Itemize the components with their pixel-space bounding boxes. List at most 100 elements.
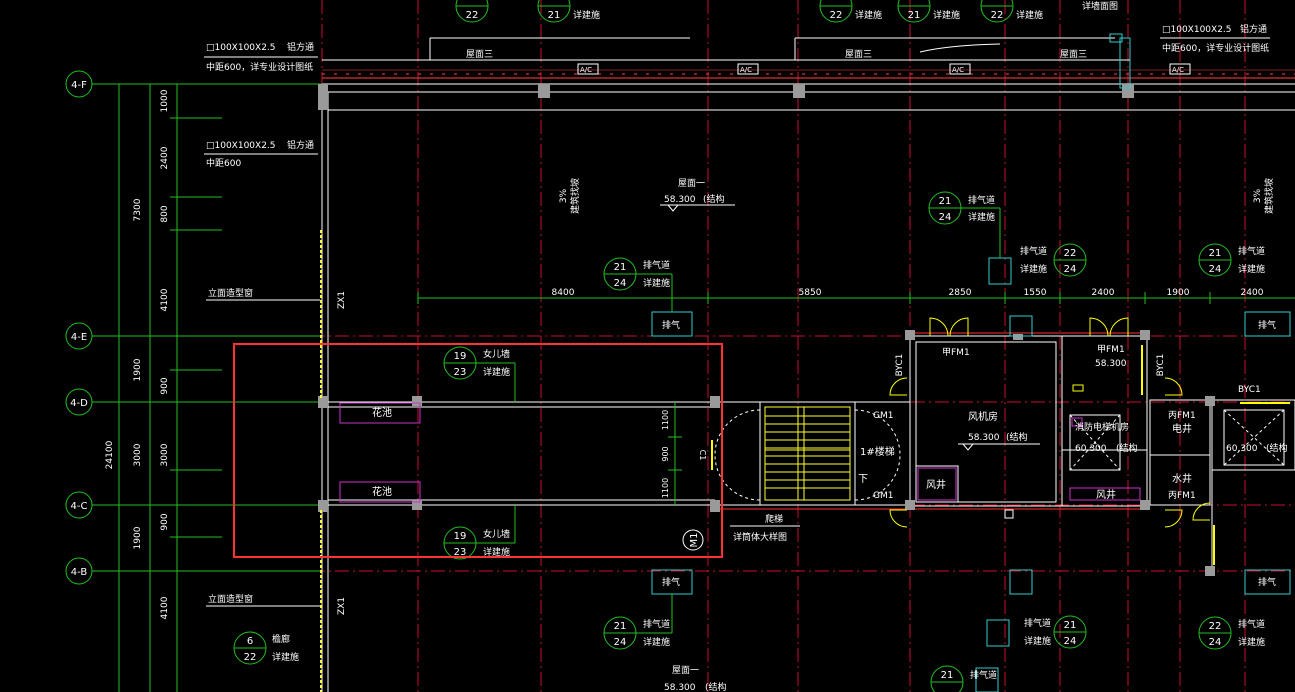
vent-boxes	[651, 257, 1291, 692]
ac-tag: A/C	[1169, 63, 1191, 75]
door-label: 丙FM1	[1168, 490, 1196, 501]
dim-text: 1900	[1167, 288, 1190, 298]
roof-label: 屋面三	[466, 49, 493, 60]
roof-label: 屋面一	[678, 178, 705, 189]
callout-text: 排气道	[1238, 245, 1265, 257]
axis-label: 4-C	[71, 501, 88, 512]
dim-text: 4100	[160, 288, 170, 311]
dim-text: 5850	[799, 288, 822, 298]
callout-text: 排气道	[643, 618, 670, 630]
callout-text: 详建施	[1024, 635, 1051, 647]
axis-label: 4-B	[71, 567, 88, 578]
dim-text: 1000	[160, 89, 170, 112]
svg-text:19: 19	[454, 351, 467, 362]
small-marker	[1004, 509, 1014, 519]
shafts	[915, 409, 1285, 503]
dim-text: 900	[160, 513, 170, 530]
callout-bubble: 21	[897, 0, 931, 23]
door-label: 甲FM1	[942, 347, 970, 358]
dim-text: 2400	[1092, 288, 1115, 298]
slope: 3%	[1253, 188, 1263, 203]
svg-text:21: 21	[1209, 248, 1222, 259]
svg-text:21: 21	[614, 262, 627, 273]
roof-label: 屋面三	[1060, 49, 1087, 60]
svg-text:22: 22	[1209, 621, 1222, 632]
room-label: (结构	[1006, 431, 1028, 443]
svg-text:19: 19	[454, 531, 467, 542]
room-label: 风井	[1096, 488, 1116, 501]
callout-text: 详建施	[483, 546, 510, 558]
door-label: 丙FM1	[1168, 410, 1196, 421]
left-notes: □100X100X2.5 铝方通 中距600，详专业设计图纸 □100X100X…	[204, 23, 1270, 615]
callout-text: 详建施	[483, 366, 510, 378]
svg-text:A/C: A/C	[952, 66, 964, 74]
callout-text: 详建施	[1238, 636, 1265, 648]
note-text: 中距600	[206, 157, 241, 169]
svg-text:21: 21	[548, 10, 561, 21]
axis-label: 4-E	[71, 332, 87, 343]
top-dim-labels: 8400 5850 2850 1550 2400 1900 2400	[552, 288, 1264, 298]
axis-bubble: 4-B	[65, 557, 93, 585]
axis-bubbles: 4-F 4-E 4-D 4-C 4-B	[65, 70, 322, 585]
svg-text:22: 22	[1064, 248, 1077, 259]
dim-text: 900	[661, 446, 670, 461]
stair	[764, 406, 851, 501]
dim-text: 3000	[133, 443, 143, 466]
svg-text:A/C: A/C	[1172, 66, 1184, 74]
stair-curve	[854, 409, 901, 501]
left-dim-labels: 1000 2400 800 4100 900 3000 900 4100 730…	[105, 89, 170, 619]
axis-label: 4-D	[70, 398, 88, 409]
dim-text: 1900	[133, 358, 143, 381]
callout-text: 排气道	[1024, 617, 1051, 629]
axis-label: 4-F	[71, 80, 87, 91]
ac-tag: A/C	[949, 63, 971, 75]
walls	[321, 83, 1295, 692]
room-label: 下	[858, 474, 868, 485]
selection-rectangle[interactable]	[233, 343, 723, 558]
door-label: M1	[689, 533, 700, 548]
svg-text:22: 22	[991, 10, 1004, 21]
room-label: 消防电梯机房	[1075, 421, 1129, 433]
callout-text: 详建施	[855, 9, 882, 21]
callout-text: 女儿墙	[483, 348, 510, 360]
callout-bubble: 22	[819, 0, 853, 23]
room-label: 风井	[926, 478, 946, 491]
roof-label: 屋面一	[672, 665, 699, 676]
note-text: 中距600，详专业设计图纸	[1162, 42, 1269, 54]
tube-cap	[1109, 33, 1123, 43]
callout-text: 详建施	[643, 636, 670, 648]
dim-text: 2400	[1241, 288, 1264, 298]
svg-text:24: 24	[614, 637, 627, 648]
svg-text:21: 21	[939, 196, 952, 207]
planter-label: 花池	[372, 485, 392, 498]
dim-text: 1100	[661, 410, 670, 430]
callout-text: 详建施	[968, 211, 995, 223]
callout-text: 排气道	[970, 669, 997, 681]
ladder-label: 爬梯	[765, 513, 783, 525]
slope-note: 建筑找坡	[569, 178, 581, 214]
dim-text: 3000	[160, 443, 170, 466]
svg-text:21: 21	[941, 670, 954, 681]
note-text: □100X100X2.5	[206, 43, 276, 53]
facade-top	[322, 37, 1295, 79]
dim-text: 800	[160, 205, 170, 222]
vent-label: 排气	[662, 319, 680, 331]
room-label: 风机房	[968, 410, 998, 423]
door-label: 甲FM1	[1097, 344, 1125, 355]
callout-bubble: 22	[455, 0, 489, 23]
ac-tag: A/C	[737, 63, 759, 75]
room-label: 1#楼梯	[860, 445, 895, 458]
door-label: GM1	[873, 491, 893, 501]
door-label: BYC1	[895, 354, 905, 377]
svg-text:22: 22	[244, 652, 257, 663]
note-text: 立面造型窗	[208, 593, 253, 605]
note-text: ZX1	[337, 291, 347, 309]
planter-labels: 花池 花池	[372, 406, 392, 498]
axis-bubble: 4-E	[65, 322, 93, 350]
